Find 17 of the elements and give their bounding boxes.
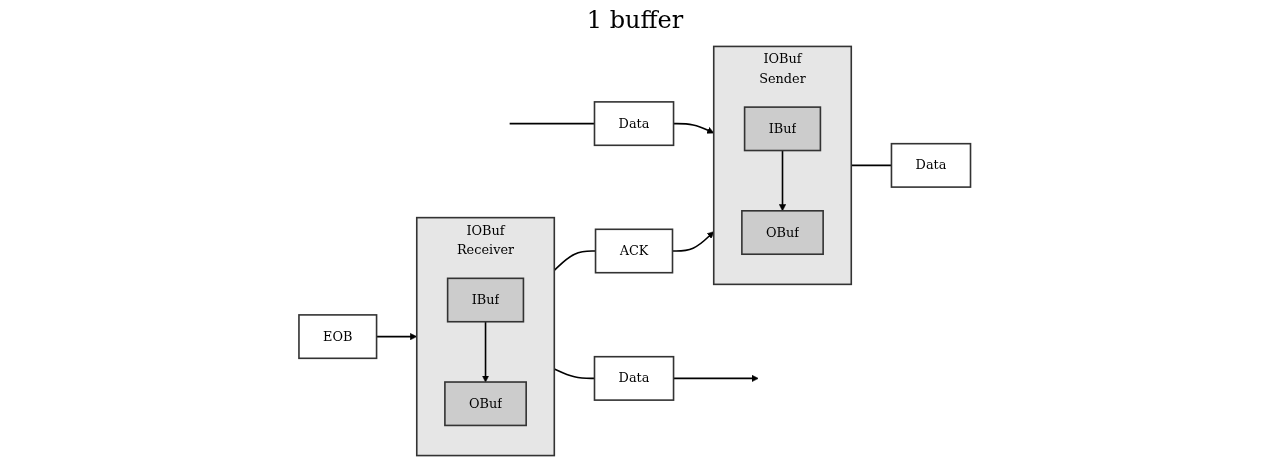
arrow [673, 122, 715, 134]
node-label: Sender [759, 70, 807, 86]
arrow [673, 374, 759, 382]
node-box: Data [593, 355, 675, 401]
arrow [779, 149, 787, 212]
node-box: IBuf [447, 277, 525, 323]
node-label: Receiver [457, 241, 515, 258]
node-box: OBuf [741, 210, 825, 256]
node-box: EOB [298, 314, 378, 360]
arrow [376, 333, 418, 341]
node-box: ACK [595, 228, 674, 274]
node-box: Data [593, 101, 675, 147]
node-box: IBuf [744, 106, 822, 152]
arrow [482, 320, 490, 383]
node-box: Data [890, 142, 972, 188]
note-text: 1 buffer [586, 6, 684, 34]
node-box: OBuf [444, 381, 528, 427]
